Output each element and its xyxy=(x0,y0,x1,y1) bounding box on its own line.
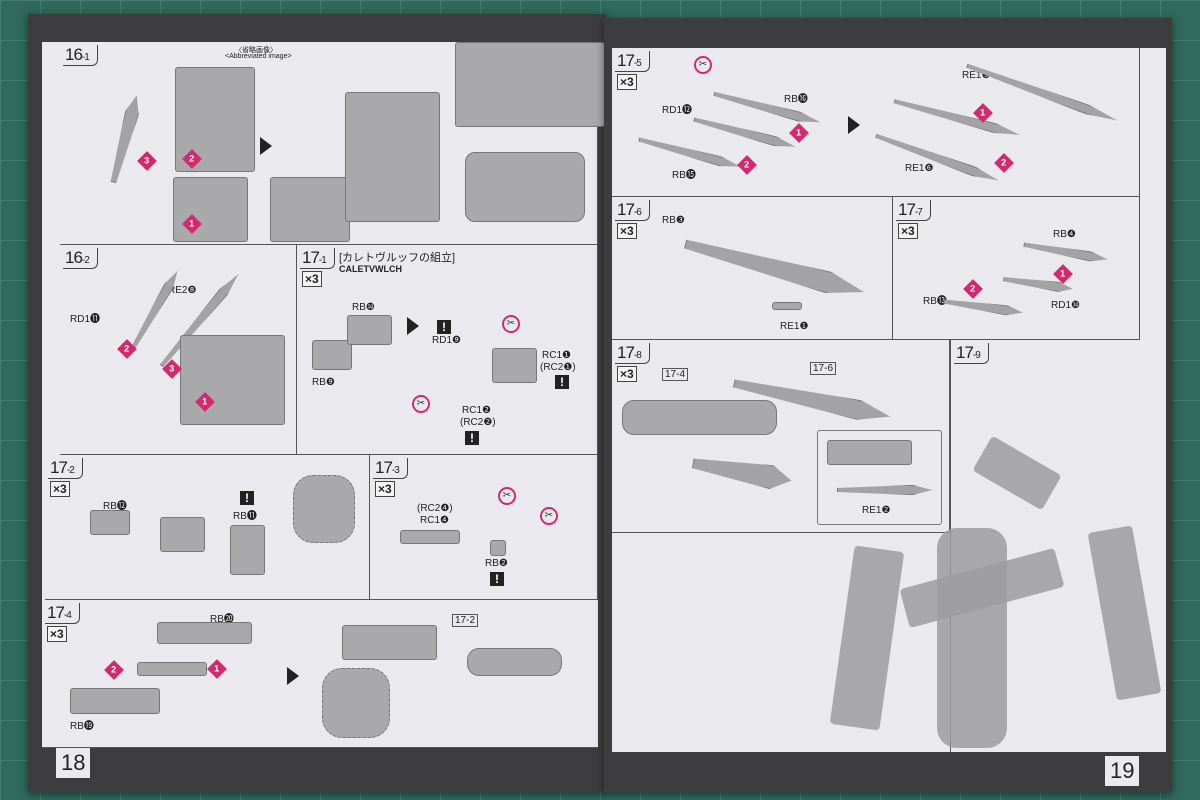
step-number: 17-2 xyxy=(48,458,83,479)
part-label: RE1❶ xyxy=(780,321,809,332)
step-mark: 2 xyxy=(963,279,983,299)
part-label: RB⓫ xyxy=(233,511,257,522)
part-label: RC1❹ xyxy=(420,515,449,526)
count-badge: ×3 xyxy=(50,481,70,497)
step-mark: 2 xyxy=(104,660,124,680)
part-label: RB❿ xyxy=(352,302,375,313)
warning-icon: ! xyxy=(437,320,451,334)
count-badge: ×3 xyxy=(898,223,918,239)
step-17-6: 17-6 ×3 RB❸ RE1❶ xyxy=(612,197,893,340)
ref-label: 17-6 xyxy=(810,362,837,375)
warning-icon: ! xyxy=(555,375,569,389)
count-badge: ×3 xyxy=(47,626,67,642)
warning-icon: ! xyxy=(490,572,504,586)
step-17-4: 17-4 ×3 RB⓴ RB⓳ 17-2 2 1 xyxy=(42,600,598,748)
part-label: RB❷ xyxy=(485,558,508,569)
part-label: (RC2❶) xyxy=(540,362,576,373)
part-label: RB⓬ xyxy=(103,501,127,512)
part-label: RB⓳ xyxy=(70,721,94,732)
step-17-1: 17-1 [カレトヴルッフの組立] CALETVWLCH ×3 RB❿ RB❾ … xyxy=(297,245,598,455)
part-label: RE1❸ xyxy=(962,70,991,81)
part-label: RE1❷ xyxy=(862,505,891,516)
left-page: 16-1 〈省略画像〉 <Abbreviated image> 3 2 1 16… xyxy=(42,42,605,748)
step-title: [カレトヴルッフの組立] xyxy=(339,252,456,264)
step-number: 17-1 xyxy=(300,248,335,269)
step-mark: 1 xyxy=(207,659,227,679)
no-cut-icon: ✂ xyxy=(502,315,520,333)
part-label: RB❾ xyxy=(312,377,335,388)
part-label: RE2❽ xyxy=(168,285,197,296)
step-number: 17-3 xyxy=(373,458,408,479)
count-badge: ×3 xyxy=(375,481,395,497)
step-16-1: 16-1 〈省略画像〉 <Abbreviated image> 3 2 1 xyxy=(60,42,605,245)
abbreviated-note-jp: 〈省略画像〉 xyxy=(235,47,277,54)
ref-label: 17-4 xyxy=(662,368,689,381)
part-label: RD1⓬ xyxy=(662,105,693,116)
part-label: RB⓰ xyxy=(784,94,808,105)
step-number: 16-1 xyxy=(63,45,98,66)
part-label: RC1❶ xyxy=(542,350,571,361)
step-number: 17-7 xyxy=(896,200,931,221)
next-arrow-icon xyxy=(848,116,860,134)
no-cut-icon: ✂ xyxy=(412,395,430,413)
step-number: 17-9 xyxy=(954,343,989,364)
step-17-8: 17-8 ×3 17-4 17-6 RE1❷ xyxy=(612,340,950,533)
part-label: RD1❿ xyxy=(1051,300,1080,311)
warning-icon: ! xyxy=(240,491,254,505)
part-label: RE1❻ xyxy=(905,163,934,174)
part-label: (RC2❹) xyxy=(417,503,453,514)
step-number: 17-5 xyxy=(615,51,650,72)
next-arrow-icon xyxy=(260,137,272,155)
count-badge: ×3 xyxy=(302,271,322,287)
step-17-3: 17-3 ×3 (RC2❹) RC1❹ RB❷ ! ✂ ✂ xyxy=(370,455,598,600)
count-badge: ×3 xyxy=(617,366,637,382)
step-subtitle: CALETVWLCH xyxy=(339,264,402,274)
warning-icon: ! xyxy=(465,431,479,445)
part-label: RB❹ xyxy=(1053,229,1076,240)
step-16-2: 16-2 RD1⓫ RE2❽ 2 3 1 xyxy=(60,245,297,455)
step-17-5: 17-5 ×3 RB⓰ RD1⓬ RB⓯ RE1❸ RE1❻ 1 2 1 2 ✂ xyxy=(612,48,1140,197)
count-badge: ×3 xyxy=(617,74,637,90)
no-cut-icon: ✂ xyxy=(694,56,712,74)
right-page: 17-5 ×3 RB⓰ RD1⓬ RB⓯ RE1❸ RE1❻ 1 2 1 2 ✂… xyxy=(612,48,1166,752)
step-number: 16-2 xyxy=(63,248,98,269)
part-label: (RC2❷) xyxy=(460,417,496,428)
step-17-7: 17-7 ×3 RB❹ RB⓭ RD1❿ 1 2 xyxy=(893,197,1140,340)
step-mark: 1 xyxy=(1053,264,1073,284)
part-label: RB⓯ xyxy=(672,170,696,181)
no-cut-icon: ✂ xyxy=(540,507,558,525)
abbreviated-note-en: <Abbreviated image> xyxy=(225,53,292,60)
step-number: 17-8 xyxy=(615,343,650,364)
next-arrow-icon xyxy=(407,317,419,335)
step-number: 17-4 xyxy=(45,603,80,624)
page-number-left: 18 xyxy=(56,748,91,778)
step-mark: 2 xyxy=(994,153,1014,173)
part-label: RD1❾ xyxy=(432,335,461,346)
step-mark: 1 xyxy=(789,123,809,143)
step-number: 17-6 xyxy=(615,200,650,221)
part-label: RB⓴ xyxy=(210,614,234,625)
count-badge: ×3 xyxy=(617,223,637,239)
part-label: RB⓭ xyxy=(923,296,947,307)
ref-label: 17-2 xyxy=(452,614,479,627)
step-17-2: 17-2 ×3 RB⓬ RB⓫ ! xyxy=(45,455,370,600)
next-arrow-icon xyxy=(287,667,299,685)
no-cut-icon: ✂ xyxy=(498,487,516,505)
step-mark: 3 xyxy=(137,151,157,171)
page-number-right: 19 xyxy=(1105,756,1140,786)
part-label: RC1❷ xyxy=(462,405,491,416)
part-label: RB❸ xyxy=(662,215,685,226)
part-label: RD1⓫ xyxy=(70,314,101,325)
step-mark: 2 xyxy=(737,155,757,175)
